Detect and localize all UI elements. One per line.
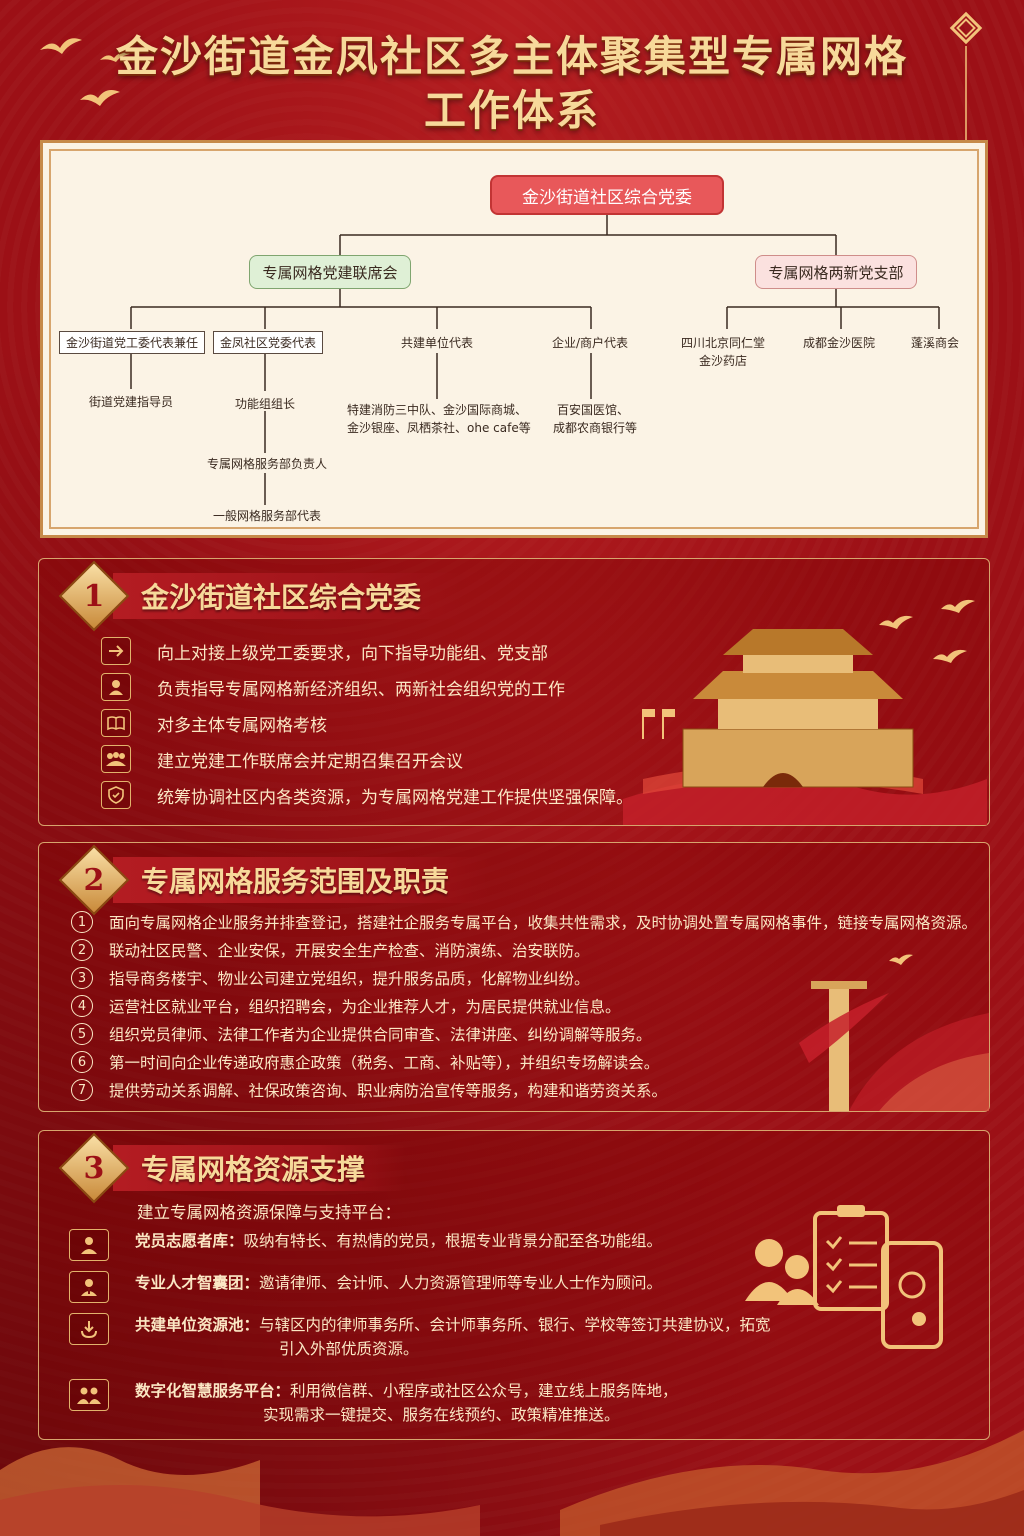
sec1-item-3: 对多主体专属网格考核 [101,709,327,737]
bottom-mountains-decoration [0,1430,1024,1536]
section-party-committee: 1 金沙街道社区综合党委 向上对接上级党工委要求，向下指导功能组、党支部 负责指… [38,558,990,826]
sec1-item-1-text: 向上对接上级党工委要求，向下指导功能组、党支部 [157,643,548,664]
org-left-branch-node: 专属网格党建联席会 [249,255,411,289]
book-icon [101,709,131,737]
sec1-item-2-text: 负责指导专属网格新经济组织、两新社会组织党的工作 [157,679,565,700]
org-leaf-gongjian-2: 金沙银座、凤栖茶社、ohe cafe等 [347,421,531,435]
sec2-item-6-number: 6 [71,1051,93,1073]
org-leaf-gongjian-1: 特建消防三中队、金沙国际商城、 [347,403,528,417]
sec3-item-3-text-2: 引入外部优质资源。 [279,1340,419,1358]
org-node-shanghui: 蓬溪商会 [911,336,960,350]
section-1-title: 金沙街道社区综合党委 [113,573,462,619]
sec2-item-2-text: 联动社区民警、企业安保，开展安全生产检查、消防演练、治安联防。 [109,942,590,960]
sec2-item-4: 4 运营社区就业平台，组织招聘会，为企业推荐人才，为居民提供就业信息。 [71,995,621,1017]
sec3-intro: 建立专属网格资源保障与支持平台： [137,1203,401,1222]
org-right-branch-node: 专属网格两新党支部 [755,255,917,289]
org-node-tongrentang: 四川北京同仁堂 金沙药店 [681,334,765,370]
section-2-header: 2 专属网格服务范围及职责 [58,844,490,916]
arrow-right-icon [101,637,131,665]
sec2-item-6-text: 第一时间向企业传递政府惠企政策（税务、工商、补贴等），并组织专场解读会。 [109,1054,660,1072]
sec1-item-3-text: 对多主体专属网格考核 [157,715,327,736]
sec3-item-4: 数字化智慧服务平台：利用微信群、小程序或社区公众号，建立线上服务阵地， 实现需求一… [69,1379,678,1427]
org-node-jinsha-hospital: 成都金沙医院 [803,336,876,350]
shield-icon [101,781,131,809]
sec2-item-1-text: 面向专属网格企业服务并排查登记，搭建社企服务专属平台，收集共性需求，及时协调处置… [109,914,978,932]
sec3-item-4-key: 数字化智慧服务平台： [135,1382,291,1400]
section-2-title: 专属网格服务范围及职责 [113,857,490,903]
org-chart-connectors [130,215,940,505]
person-icon [101,673,131,701]
section-3-header: 3 专属网格资源支撑 [58,1132,406,1204]
sec3-item-1-key: 党员志愿者库： [135,1232,244,1250]
org-leaf-zuzhang: 功能组组长 [235,397,296,411]
org-node-shequ: 金凤社区党委代表 [213,331,324,354]
section-2-number-badge: 2 [58,844,130,916]
sec3-item-2-text: 邀请律师、会计师、人力资源管理师等专业人士作为顾问。 [259,1274,663,1292]
sec3-item-4-text: 利用微信群、小程序或社区公众号，建立线上服务阵地， [290,1382,678,1400]
sec2-item-2: 2 联动社区民警、企业安保，开展安全生产检查、消防演练、治安联防。 [71,939,590,961]
sec3-item-1: 党员志愿者库：吸纳有特长、有热情的党员，根据专业背景分配至各功能组。 [69,1229,662,1261]
sec1-item-2: 负责指导专属网格新经济组织、两新社会组织党的工作 [101,673,565,701]
group-icon [101,745,131,773]
section-1-header: 1 金沙街道社区综合党委 [58,560,462,632]
org-root-node: 金沙街道社区综合党委 [490,175,724,215]
org-node-gongjian: 共建单位代表 [401,336,474,350]
sec2-item-3: 3 指导商务楼宇、物业公司建立党组织，提升服务品质，化解物业纠纷。 [71,967,590,989]
sec1-item-4: 建立党建工作联席会并定期召集召开会议 [101,745,463,773]
section-3-title: 专属网格资源支撑 [113,1145,406,1191]
org-node-jiedao: 金沙街道党工委代表兼任 [59,331,206,354]
digital-service-icon [69,1379,109,1411]
sec2-item-6: 6 第一时间向企业传递政府惠企政策（税务、工商、补贴等），并组织专场解读会。 [71,1051,659,1073]
checklist-phone-illustration [745,1205,943,1349]
expert-icon [69,1271,109,1303]
org-leaf-qiye-2: 成都农商银行等 [553,421,638,435]
section-resource-support: 3 专属网格资源支撑 建立专属网格资源保障与支持平台： 党员志愿者库：吸纳有特长… [38,1130,990,1440]
org-leaf-daibiao: 一般网格服务部代表 [213,509,322,523]
org-chart-panel: 金沙街道社区综合党委 专属网格党建联席会 专属网格两新党支部 金沙街道党工委代表… [40,140,988,538]
sec1-item-4-text: 建立党建工作联席会并定期召集召开会议 [157,751,463,772]
sec2-item-1-number: 1 [71,911,93,933]
sec2-item-1: 1 面向专属网格企业服务并排查登记，搭建社企服务专属平台，收集共性需求，及时协调… [71,911,977,933]
sec3-item-3: 共建单位资源池：与辖区内的律师事务所、会计师事务所、银行、学校等签订共建协议，拓… [69,1313,771,1361]
resource-pool-icon [69,1313,109,1345]
org-leaf-fuzeren: 专属网格服务部负责人 [207,457,328,471]
sec2-item-5: 5 组织党员律师、法律工作者为企业提供合同审查、法律讲座、纠纷调解等服务。 [71,1023,652,1045]
sec3-item-3-key: 共建单位资源池： [135,1316,260,1334]
sec2-item-3-text: 指导商务楼宇、物业公司建立党组织，提升服务品质，化解物业纠纷。 [109,970,590,988]
tiananmen-illustration [623,599,987,825]
sec2-item-7-number: 7 [71,1079,93,1101]
sec2-item-2-number: 2 [71,939,93,961]
title-line-2: 工作体系 [423,86,600,135]
org-node-qiye: 企业/商户代表 [552,336,629,350]
sec2-item-4-text: 运营社区就业平台，组织招聘会，为企业推荐人才，为居民提供就业信息。 [109,998,621,1016]
sec2-item-7: 7 提供劳动关系调解、社保政策咨询、职业病防治宣传等服务，构建和谐劳资关系。 [71,1079,667,1101]
title-line-1: 金沙街道金凤社区多主体聚集型专属网格 [115,32,908,81]
chinese-knot-icon [949,11,983,148]
page-title: 金沙街道金凤社区多主体聚集型专属网格 工作体系 [0,30,1024,138]
sec1-item-5: 统筹协调社区内各类资源，为专属网格党建工作提供坚强保障。 [101,781,633,809]
birds-decoration [40,38,130,106]
org-node-tongrentang-line2: 金沙药店 [699,354,748,368]
org-leaf-qiye-1: 百安国医馆、 [557,403,630,417]
sec3-item-2: 专业人才智囊团：邀请律师、会计师、人力资源管理师等专业人士作为顾问。 [69,1271,662,1303]
sec2-item-4-number: 4 [71,995,93,1017]
sec1-item-1: 向上对接上级党工委要求，向下指导功能组、党支部 [101,637,548,665]
sec2-item-5-text: 组织党员律师、法律工作者为企业提供合同审查、法律讲座、纠纷调解等服务。 [109,1026,652,1044]
sec2-item-7-text: 提供劳动关系调解、社保政策咨询、职业病防治宣传等服务，构建和谐劳资关系。 [109,1082,668,1100]
sec2-item-3-number: 3 [71,967,93,989]
sec3-item-2-key: 专业人才智囊团： [135,1274,260,1292]
section-service-scope: 2 专属网格服务范围及职责 1 面向专属网格企业服务并排查登记，搭建社企服务专属… [38,842,990,1112]
sec3-item-1-text: 吸纳有特长、有热情的党员，根据专业背景分配至各功能组。 [243,1232,663,1250]
volunteer-icon [69,1229,109,1261]
sec1-item-5-text: 统筹协调社区内各类资源，为专属网格党建工作提供坚强保障。 [157,787,633,808]
section-1-number-badge: 1 [58,560,130,632]
sec3-item-3-text: 与辖区内的律师事务所、会计师事务所、银行、学校等签订共建协议，拓宽 [259,1316,771,1334]
sec3-item-4-text-2: 实现需求一键提交、服务在线预约、政策精准推送。 [263,1406,620,1424]
org-node-tongrentang-line1: 四川北京同仁堂 [681,336,766,350]
section-3-number-badge: 3 [58,1132,130,1204]
sec2-item-5-number: 5 [71,1023,93,1045]
org-leaf-zhidaoyuan: 街道党建指导员 [89,395,174,409]
huabiao-pillar-illustration [799,954,989,1111]
